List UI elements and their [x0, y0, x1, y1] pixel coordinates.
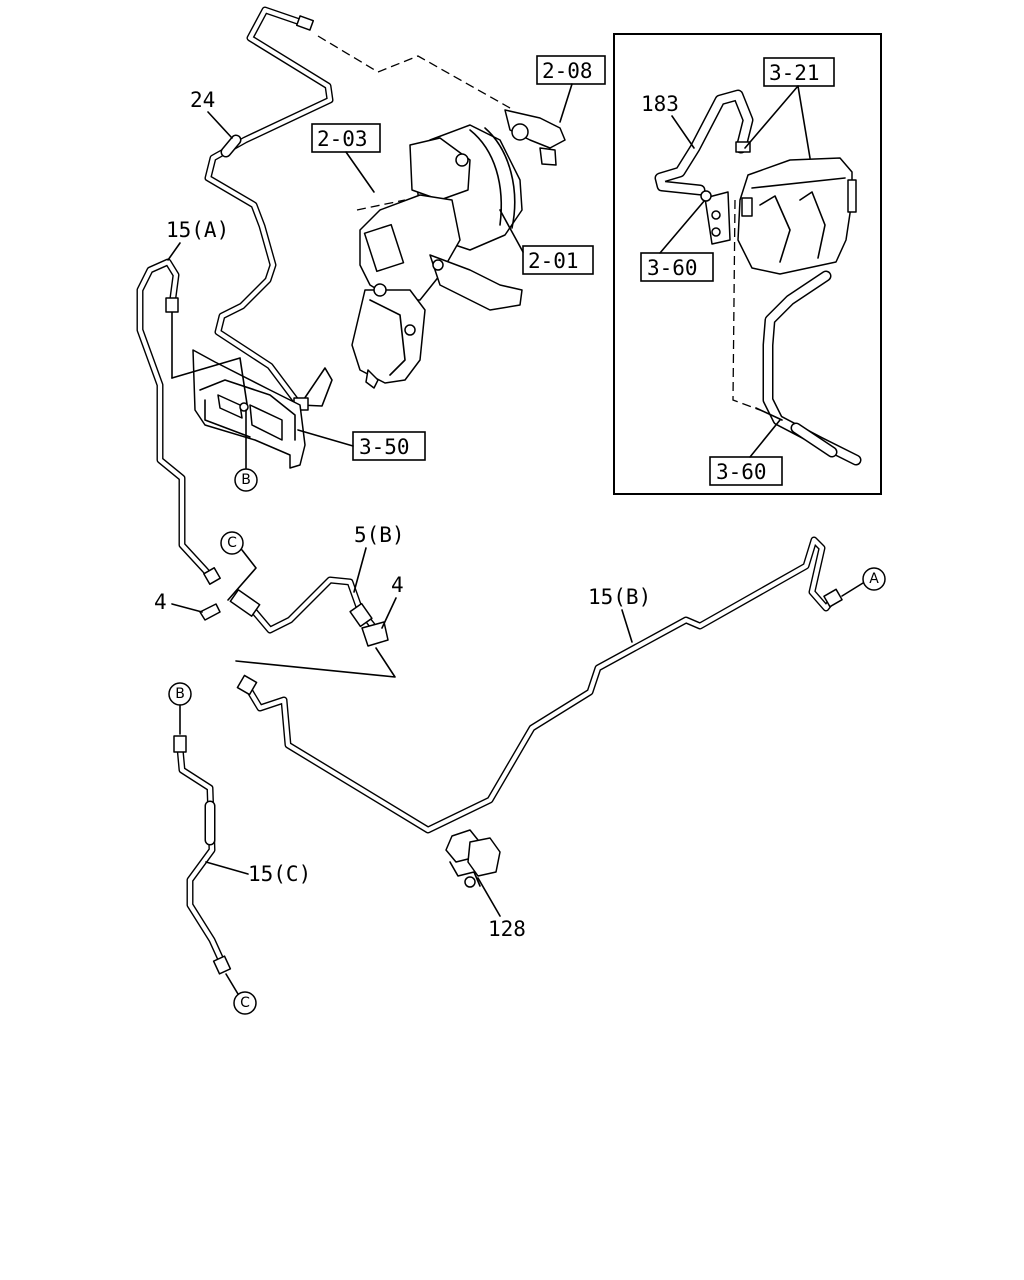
leader-3-50: [297, 429, 354, 447]
label-box-2-08: [536, 55, 606, 85]
inset-dash-line: [732, 199, 761, 411]
connector-b-lower-text: B: [175, 686, 185, 702]
label-box-3-60-bottom: [709, 456, 783, 486]
connector-b-upper: [234, 468, 258, 492]
leader-15b: [621, 609, 633, 643]
connector-a: [862, 567, 886, 591]
leader-4-right: [381, 597, 397, 629]
inset-frame: [613, 33, 882, 495]
bracket-3-50: [171, 311, 306, 469]
label-box-3-60-top: [640, 252, 714, 282]
pipe-15a: [136, 258, 221, 585]
brake-booster-assembly: [351, 109, 566, 389]
label-15a: 15(A): [166, 218, 229, 242]
leader-3-21-b: [797, 85, 811, 159]
leader-2-01: [499, 209, 524, 253]
label-4-right: 4: [391, 573, 404, 597]
hose-183: [654, 89, 754, 196]
pipe-24: [204, 6, 334, 411]
label-2-08: 2-08: [542, 59, 593, 83]
leader-183: [671, 115, 695, 149]
label-2-01: 2-01: [528, 249, 579, 273]
clip-4-left: [199, 603, 221, 621]
leader-3-21-a: [744, 85, 799, 149]
connector-a-text: A: [869, 571, 879, 587]
label-15c: 15(C): [248, 862, 311, 886]
hose-5b: [229, 576, 389, 647]
label-3-60-bottom: 3-60: [716, 460, 767, 484]
hose-3-60-lower: [755, 270, 862, 466]
clip-128: [445, 829, 501, 888]
connector-c-upper-text: C: [227, 535, 237, 551]
leader-3-60-top: [659, 199, 706, 254]
leader-15c: [205, 861, 249, 875]
label-5b: 5(B): [354, 523, 405, 547]
leader-15a: [167, 242, 181, 261]
leader-128: [477, 877, 501, 917]
leader-2-03-dash: [356, 199, 406, 211]
label-3-60-top: 3-60: [647, 256, 698, 280]
connector-c-lower: [233, 991, 257, 1015]
pipe-15b: [236, 536, 843, 834]
label-3-50: 3-50: [359, 435, 410, 459]
label-183: 183: [641, 92, 679, 116]
pipe-15c: [173, 735, 232, 975]
leader-c-upper: [227, 549, 257, 601]
label-15b: 15(B): [588, 585, 651, 609]
reservoir-tank-3-21: [704, 157, 857, 275]
leader-24-dash: [317, 35, 511, 109]
label-box-3-50: [352, 431, 426, 461]
leader-3-60-bottom: [749, 419, 781, 458]
bracket-leader-15b: [235, 647, 396, 678]
label-24: 24: [190, 88, 215, 112]
leader-4-left: [171, 603, 203, 613]
leader-5b: [353, 547, 367, 593]
leader-2-08: [559, 83, 573, 123]
leader-a: [841, 582, 864, 597]
leader-24: [207, 111, 233, 139]
label-2-03: 2-03: [317, 127, 368, 151]
label-4-left: 4: [154, 590, 167, 614]
label-128: 128: [488, 917, 526, 941]
leader-c-lower: [225, 973, 239, 995]
label-box-2-01: [522, 245, 594, 275]
leader-2-03: [345, 151, 375, 193]
label-box-3-21: [763, 57, 835, 87]
connector-c-upper: [220, 531, 244, 555]
connector-b-upper-text: B: [241, 472, 251, 488]
label-3-21: 3-21: [769, 61, 820, 85]
connector-c-lower-text: C: [240, 995, 250, 1011]
